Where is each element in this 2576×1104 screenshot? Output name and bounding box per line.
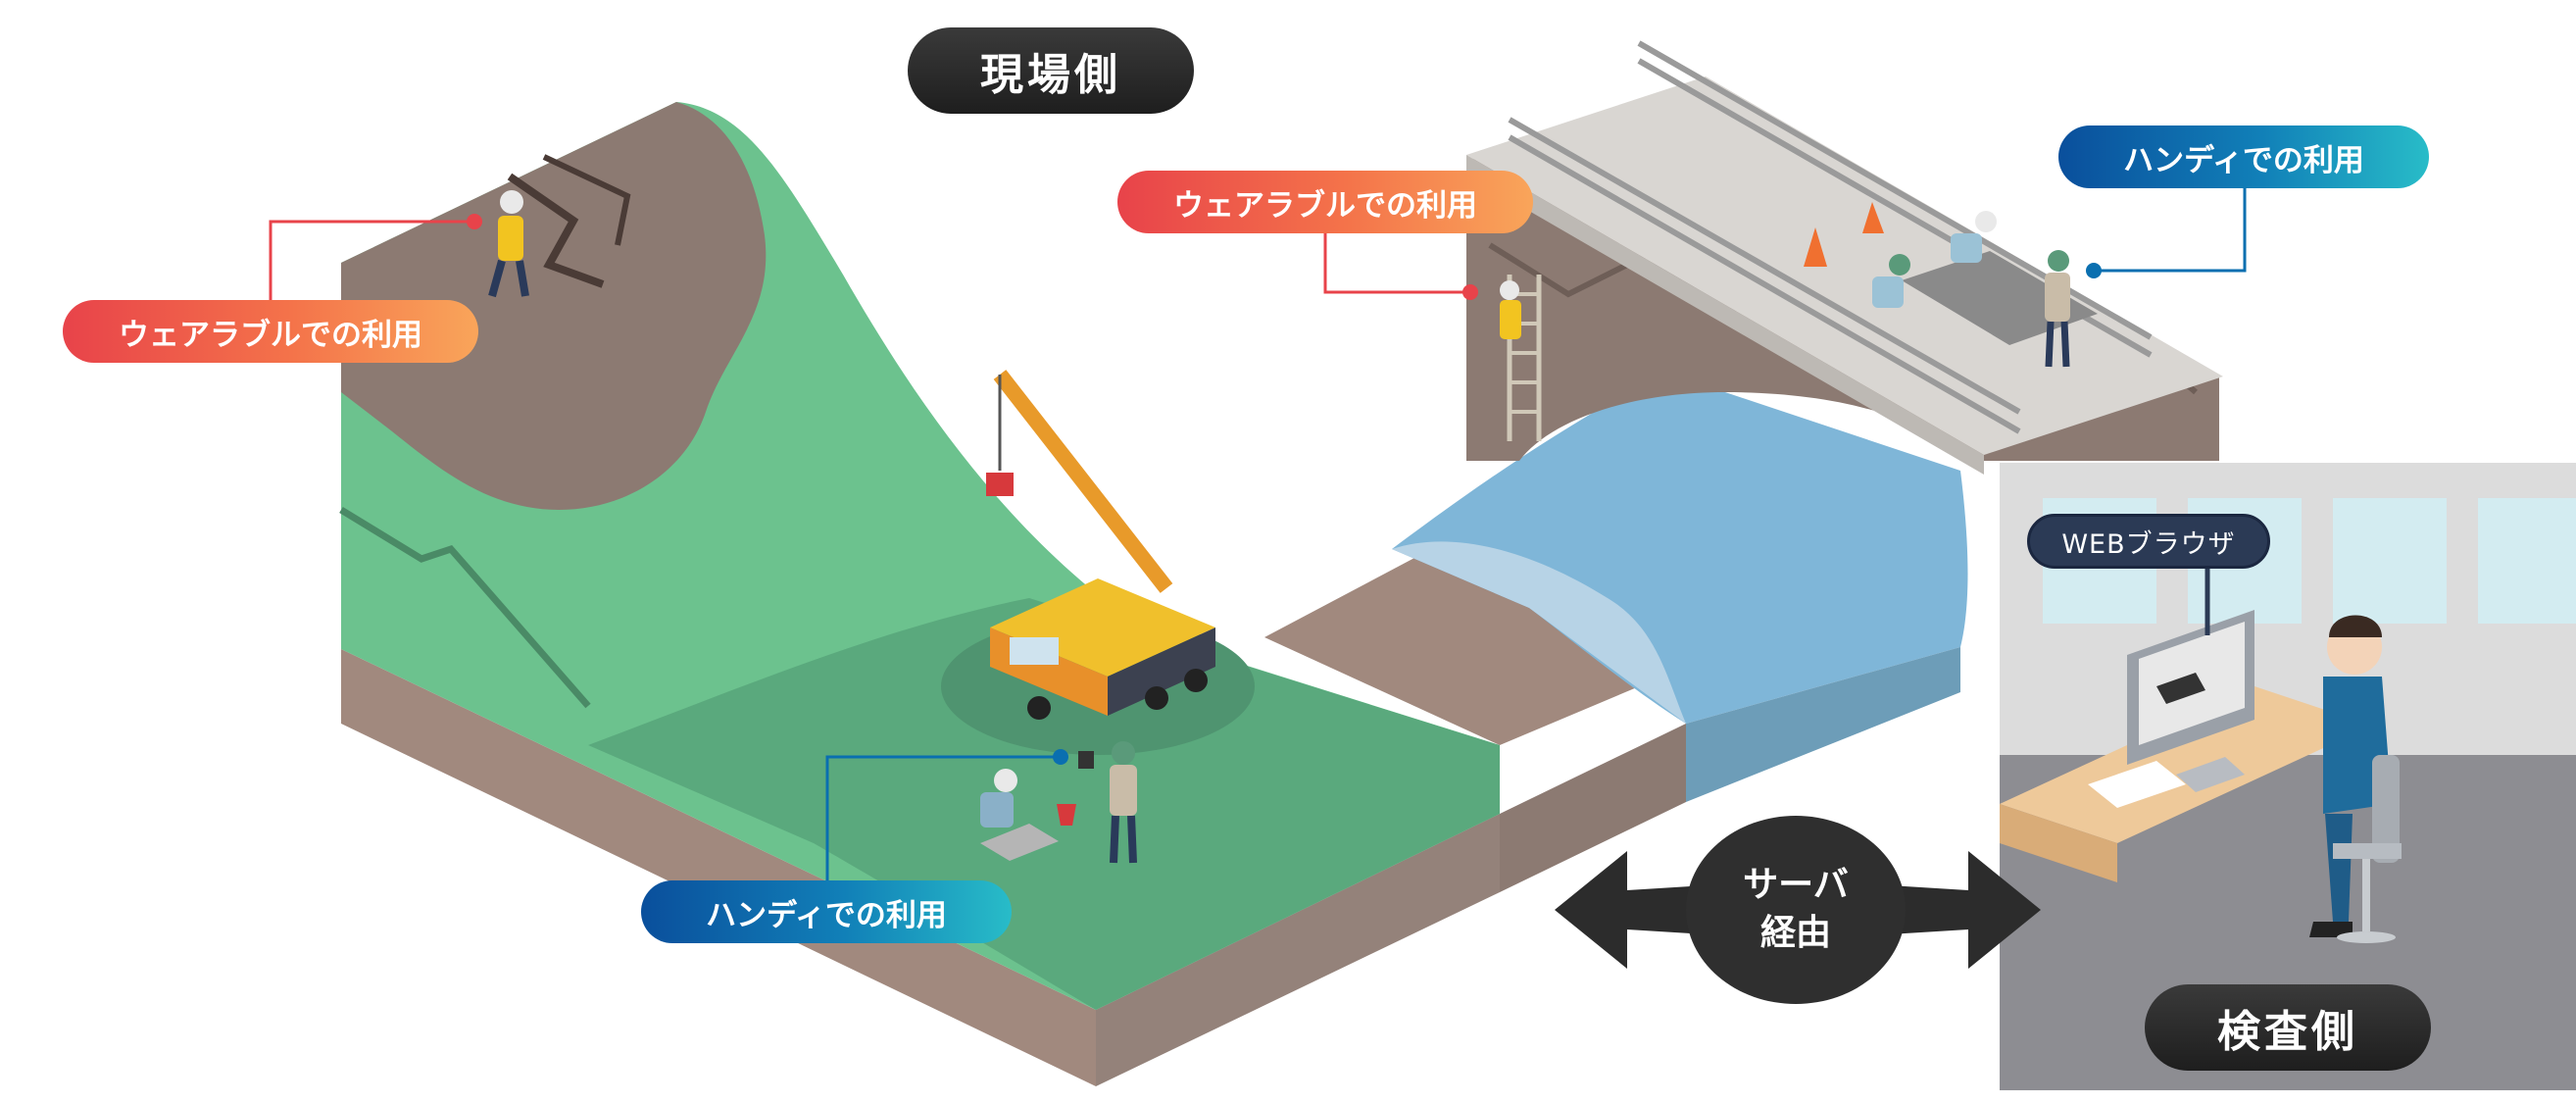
field-side-label: 現場側: [908, 27, 1194, 114]
bridge: [1466, 40, 2223, 475]
terrain-block: [339, 102, 1686, 1086]
web-browser-label: WEBブラウザ: [2027, 514, 2270, 569]
server-label-line2: 経由: [1759, 913, 1831, 953]
connector-handy-bridge: [2086, 188, 2247, 278]
connector-wearable-cliff: [269, 214, 482, 300]
river: [1392, 373, 1968, 802]
server-exchange-arrows: [1555, 816, 2041, 1004]
server-badge: サーバ 経由: [1688, 818, 1904, 1002]
inspection-side-label: 検査側: [2145, 984, 2431, 1071]
workers-on-ground: [980, 741, 1137, 864]
workers-on-bridge: [1500, 211, 2070, 368]
crane-truck: [941, 370, 1255, 755]
wearable-use-label-bridge: ウェアラブルでの利用: [1117, 171, 1533, 233]
server-label-line1: サーバ: [1743, 865, 1849, 906]
handy-use-label-ground: ハンディでの利用: [641, 880, 1012, 943]
connector-handy-ground: [825, 749, 1068, 880]
worker-on-cliff: [488, 190, 529, 298]
wearable-use-label-cliff: ウェアラブルでの利用: [63, 300, 478, 363]
connector-wearable-bridge: [1323, 233, 1478, 300]
handy-use-label-bridge: ハンディでの利用: [2058, 125, 2429, 188]
